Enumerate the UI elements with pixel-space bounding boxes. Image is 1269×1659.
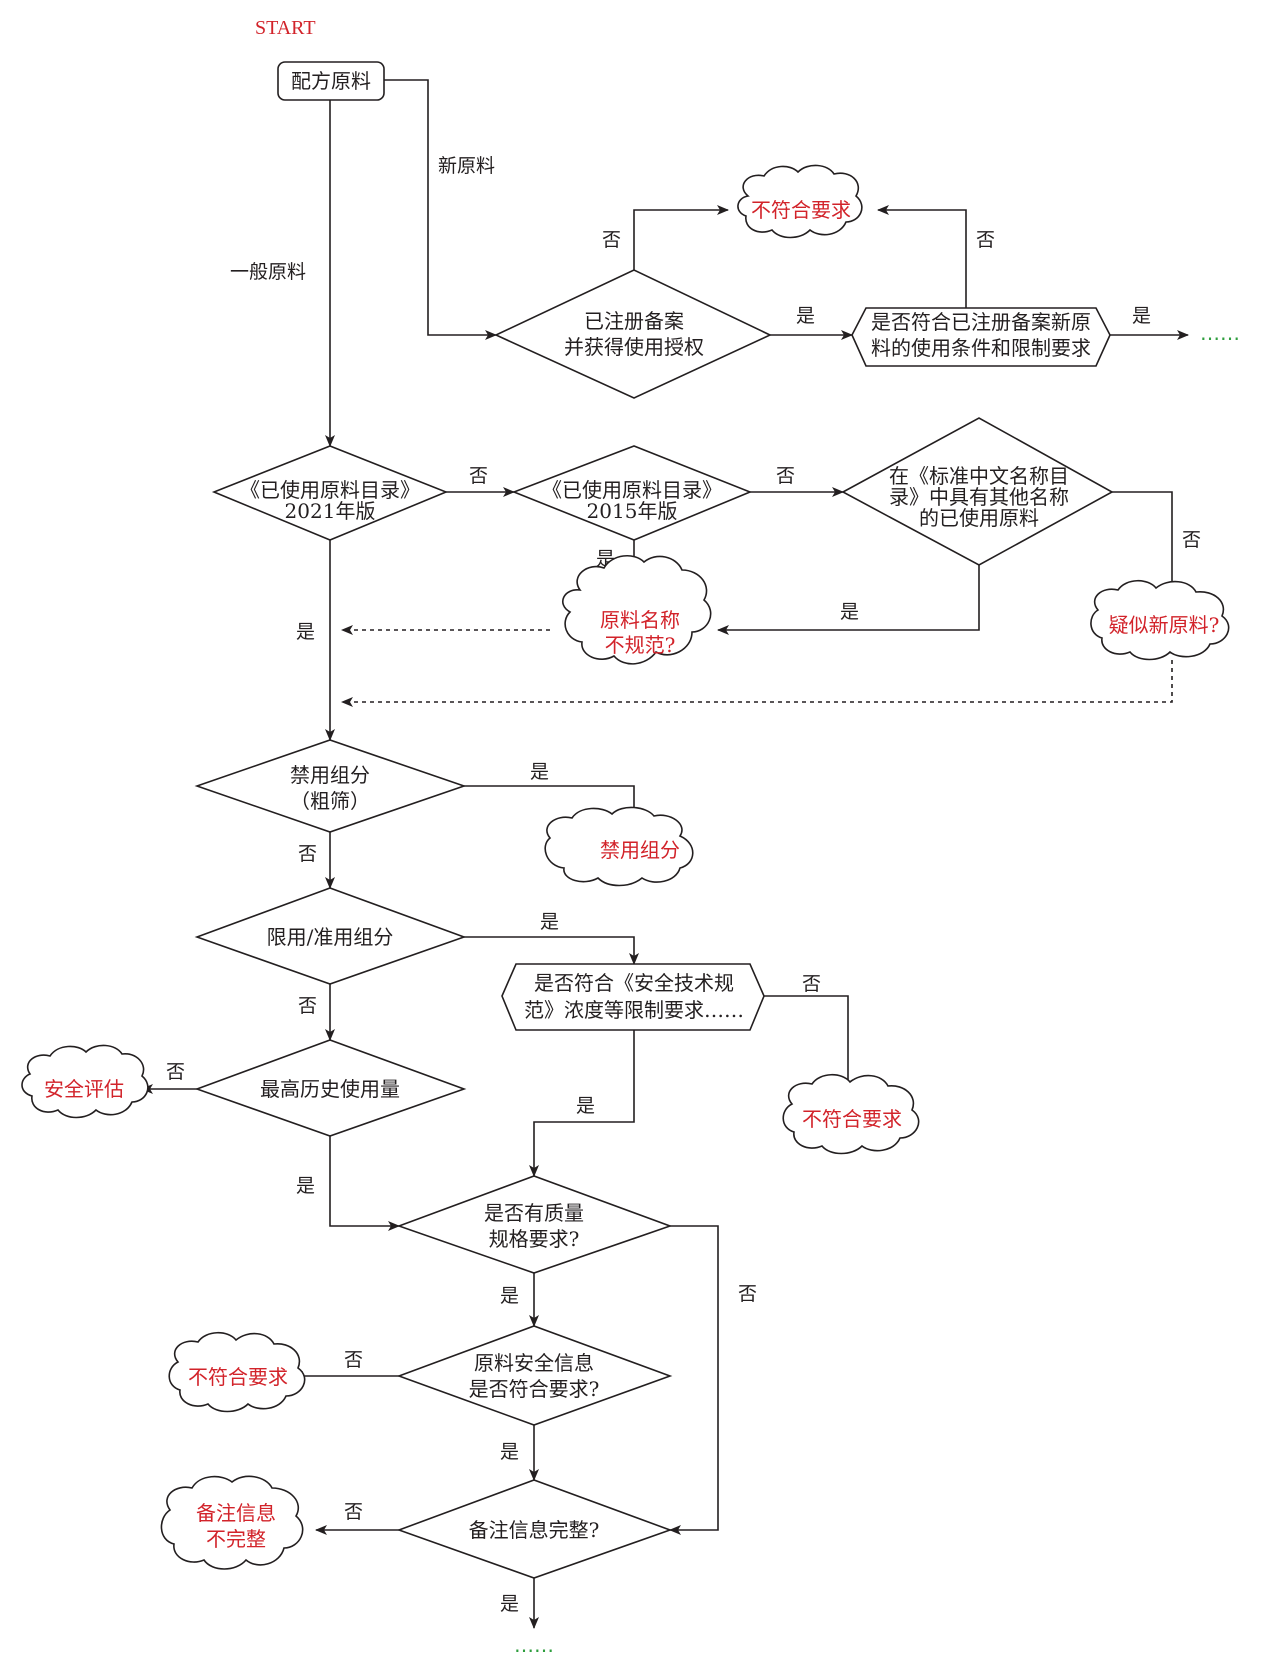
label-meets-no: 否 [976,229,995,251]
label-2015-no: 否 [776,465,795,487]
cloud-suspected-new: 疑似新原料? [1090,579,1230,661]
label-safetyinfo-no: 否 [344,1349,363,1371]
label-quality-no: 否 [738,1283,757,1305]
node-registered-line1: 已注册备案 [584,309,684,333]
node-safety-spec: 是否符合《安全技术规 范》浓度等限制要求…… [501,963,765,1031]
node-prohibited-line2: （粗筛） [290,789,370,813]
node-standard-names-line2: 录》中具有其他名称 [889,485,1069,509]
edge-std-yes [717,565,980,635]
node-meets-new-material: 是否符合已注册备案新原 料的使用条件和限制要求 [851,307,1111,367]
label-2021-yes: 是 [296,621,315,643]
label-spec-no: 否 [802,973,821,995]
edge-spec-no [764,995,853,1091]
node-prohibited-line1: 禁用组分 [290,763,370,787]
edge-spec-yes [529,1030,635,1177]
start-label: START [255,17,316,39]
edges [141,79,1189,1629]
label-maxusage-no: 否 [166,1061,185,1083]
label-spec-yes: 是 [576,1095,595,1117]
label-restricted-yes: 是 [540,911,559,933]
ellipsis-continue-right: …… [1200,321,1240,345]
label-filing-no: 否 [344,1501,363,1523]
edge-restricted-yes [464,936,639,965]
cloud-noncompliant-mid-label: 不符合要求 [802,1107,902,1131]
node-formula-material-label: 配方原料 [291,69,371,93]
node-quality-line1: 是否有质量 [484,1201,584,1225]
cloud-safety-assessment: 安全评估 [21,1044,149,1119]
node-standard-names: 在《标准中文名称目 录》中具有其他名称 的已使用原料 [841,417,1114,566]
cloud-filing-incomplete-line1: 备注信息 [196,1501,276,1525]
node-max-usage-label: 最高历史使用量 [260,1077,400,1101]
edge-new [384,79,497,340]
node-catalog-2021-line1: 《已使用原料目录》 [240,478,420,502]
node-safety-info-line2: 是否符合要求? [469,1377,600,1401]
label-general-material: 一般原料 [230,261,306,283]
cloud-name-nonstandard-line1: 原料名称 [600,608,680,632]
cloud-noncompliant-top-label: 不符合要求 [751,198,851,222]
node-restricted-label: 限用/准用组分 [267,925,394,949]
node-catalog-2015-line2: 2015年版 [587,499,678,523]
node-safety-info-line1: 原料安全信息 [474,1351,594,1375]
node-registered-line2: 并获得使用授权 [564,335,704,359]
label-restricted-no: 否 [298,995,317,1017]
label-meets-yes: 是 [1132,305,1151,327]
label-registered-yes: 是 [796,305,815,327]
node-formula-material: 配方原料 [277,61,385,101]
node-catalog-2021: 《已使用原料目录》 2021年版 [211,445,449,541]
node-meets-new-line1: 是否符合已注册备案新原 [871,310,1091,334]
node-restricted: 限用/准用组分 [194,887,467,985]
node-filing-complete: 备注信息完整? [396,1479,673,1579]
node-standard-names-line1: 在《标准中文名称目 [889,464,1069,488]
node-prohibited: 禁用组分 （粗筛） [194,739,467,833]
edge-quality-no [669,1225,719,1535]
ellipsis-continue-bottom: …… [514,1633,554,1657]
label-maxusage-yes: 是 [296,1175,315,1197]
cloud-filing-incomplete: 备注信息 不完整 [160,1475,304,1570]
cloud-noncompliant-low-label: 不符合要求 [188,1365,288,1389]
edge-maxusage-yes [329,1136,400,1231]
edge-dotted-suspect [341,660,1173,707]
cloud-noncompliant-top: 不符合要求 [737,164,863,239]
cloud-name-nonstandard: 原料名称 不规范? [562,555,712,665]
cloud-noncompliant-low: 不符合要求 [168,1331,306,1413]
cloud-prohibited-label: 禁用组分 [600,838,680,862]
node-quality: 是否有质量 规格要求? [396,1175,673,1274]
node-filing-complete-label: 备注信息完整? [469,1518,600,1542]
node-quality-line2: 规格要求? [489,1227,580,1251]
label-quality-yes: 是 [500,1285,519,1307]
cloud-filing-incomplete-line2: 不完整 [206,1527,266,1551]
label-std-yes: 是 [840,601,859,623]
node-safety-spec-line2: 范》浓度等限制要求…… [524,998,744,1022]
edge-meets-no [877,205,967,308]
node-catalog-2015-line1: 《已使用原料目录》 [542,478,722,502]
cloud-safety-assessment-label: 安全评估 [44,1077,124,1101]
cloud-prohibited: 禁用组分 [544,806,694,887]
label-filing-yes: 是 [500,1593,519,1615]
label-std-no: 否 [1182,529,1201,551]
cloud-suspected-new-label: 疑似新原料? [1109,613,1220,637]
label-safetyinfo-yes: 是 [500,1441,519,1463]
label-registered-no: 否 [602,229,621,251]
node-catalog-2015: 《已使用原料目录》 2015年版 [511,445,753,541]
node-registered: 已注册备案 并获得使用授权 [494,269,772,399]
edge-labels: 新原料 一般原料 否 是 否 是 否 否 是 否 是 是 是 否 是 否 否 是… [166,155,1201,1615]
node-meets-new-line2: 料的使用条件和限制要求 [871,336,1091,360]
label-prohibited-yes: 是 [530,761,549,783]
cloud-name-nonstandard-line2: 不规范? [605,633,676,657]
label-2021-no: 否 [469,465,488,487]
label-new-material: 新原料 [438,155,495,177]
edge-registered-no [633,205,729,270]
edge-std-no [1112,491,1177,595]
node-catalog-2021-line2: 2021年版 [285,499,376,523]
node-standard-names-line3: 的已使用原料 [919,506,1039,530]
node-max-usage: 最高历史使用量 [194,1039,467,1137]
label-prohibited-no: 否 [298,843,317,865]
node-safety-spec-line1: 是否符合《安全技术规 [534,971,734,995]
node-safety-info: 原料安全信息 是否符合要求? [396,1325,673,1426]
cloud-noncompliant-mid: 不符合要求 [782,1073,920,1155]
